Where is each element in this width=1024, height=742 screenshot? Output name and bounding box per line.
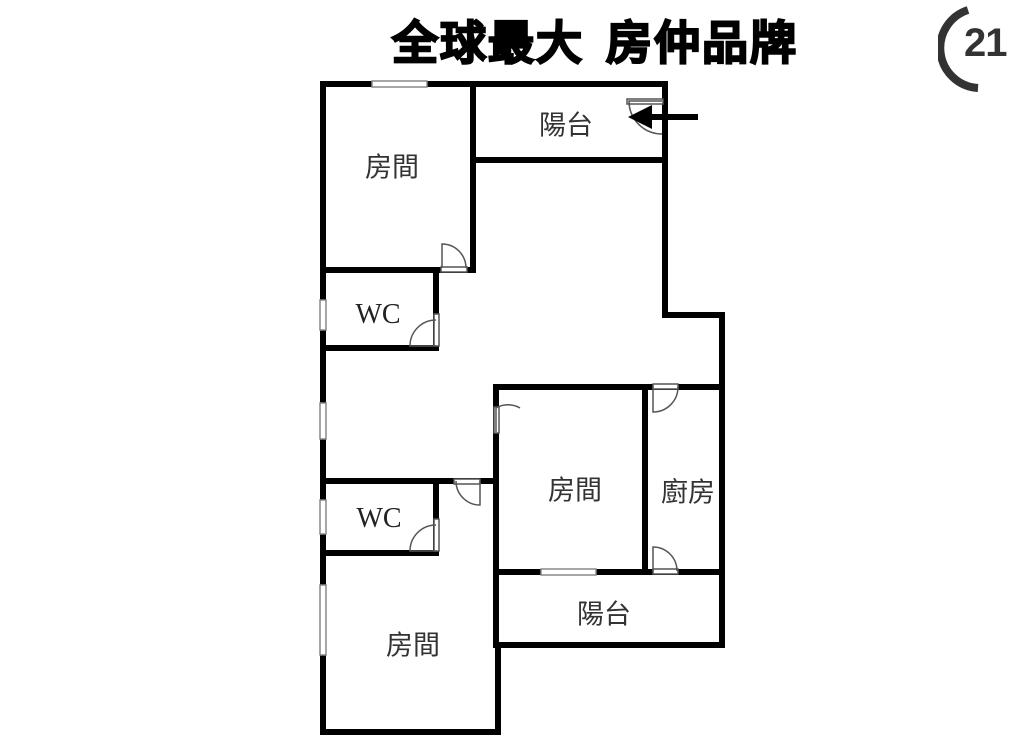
room-label-bedroom-bottom-left: 房間 — [386, 630, 440, 662]
doors — [409, 98, 679, 575]
slogan-title: 全球最大房仲品牌 — [391, 12, 798, 74]
slogan-part-1: 全球最大 — [391, 15, 584, 71]
entrance-arrow-icon — [628, 105, 698, 129]
room-label-bedroom-top-left: 房間 — [365, 152, 419, 184]
slogan-part-2: 房仲品牌 — [605, 15, 798, 71]
room-label-balcony-bottom: 陽台 — [577, 599, 631, 631]
room-label-wc-upper: WC — [355, 299, 401, 330]
logo-number: 21 — [964, 21, 1007, 65]
room-label-bedroom-middle: 房間 — [548, 475, 602, 507]
century21-logo-icon: 21 — [936, 4, 1024, 96]
room-label-balcony-top: 陽台 — [539, 110, 593, 142]
room-label-kitchen: 廚房 — [661, 477, 715, 509]
room-label-wc-lower: WC — [356, 503, 402, 534]
windows — [319, 80, 597, 656]
